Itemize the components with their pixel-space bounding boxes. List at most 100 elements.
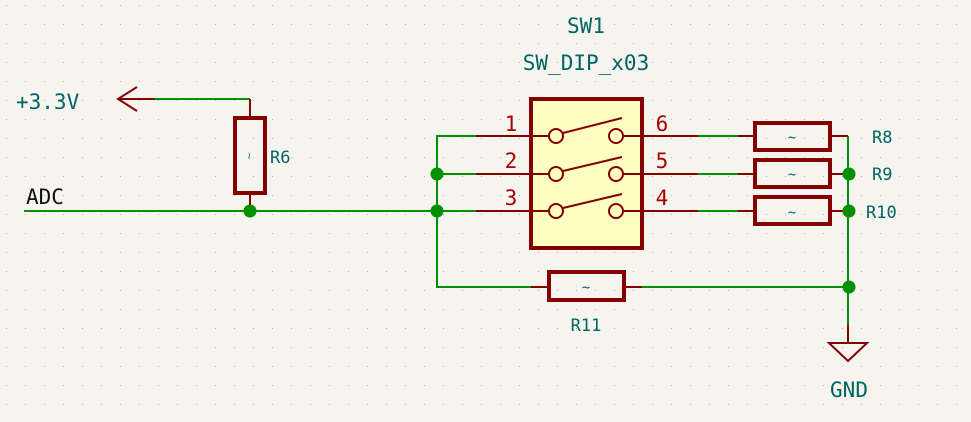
- grid-dot: [633, 328, 634, 329]
- grid-dot: [462, 5, 463, 6]
- grid-dot: [481, 309, 482, 310]
- grid-dot: [405, 81, 406, 82]
- grid-dot: [709, 347, 710, 348]
- grid-dot: [918, 347, 919, 348]
- grid-dot: [823, 404, 824, 405]
- grid-dot: [690, 119, 691, 120]
- grid-dot: [234, 81, 235, 82]
- grid-dot: [101, 328, 102, 329]
- junction-dot[interactable]: [842, 204, 856, 218]
- grid-dot: [614, 24, 615, 25]
- grid-dot: [557, 81, 558, 82]
- grid-dot: [918, 214, 919, 215]
- grid-dot: [614, 62, 615, 63]
- grid-dot: [101, 195, 102, 196]
- grid-dot: [272, 5, 273, 6]
- grid-dot: [614, 252, 615, 253]
- grid-dot: [6, 43, 7, 44]
- grid-dot: [842, 366, 843, 367]
- grid-dot: [519, 385, 520, 386]
- grid-dot: [747, 385, 748, 386]
- grid-dot: [747, 43, 748, 44]
- grid-dot: [918, 233, 919, 234]
- resistor-r6[interactable]: ~ R6: [233, 99, 290, 211]
- grid-dot: [405, 252, 406, 253]
- grid-dot: [25, 233, 26, 234]
- junction-dot[interactable]: [430, 204, 444, 218]
- grid-dot: [310, 195, 311, 196]
- junction-dot[interactable]: [243, 204, 257, 218]
- resistor-r8[interactable]: ~ R8: [738, 121, 892, 152]
- grid-dot: [25, 214, 26, 215]
- grid-dot: [614, 385, 615, 386]
- grid-dot: [709, 385, 710, 386]
- grid-dot: [519, 138, 520, 139]
- grid-dot: [329, 176, 330, 177]
- grid-dot: [291, 252, 292, 253]
- grid-dot: [690, 5, 691, 6]
- grid-dot: [25, 347, 26, 348]
- grid-dot: [272, 119, 273, 120]
- grid-dot: [405, 347, 406, 348]
- grid-dot: [766, 290, 767, 291]
- junction-dot[interactable]: [842, 280, 856, 294]
- grid-dot: [196, 290, 197, 291]
- grid-dot: [728, 100, 729, 101]
- grid-dot: [272, 328, 273, 329]
- grid-dot: [139, 328, 140, 329]
- power-vcc-symbol[interactable]: +3.3V: [16, 86, 155, 114]
- grid-dot: [82, 290, 83, 291]
- grid-dot: [310, 100, 311, 101]
- grid-dot: [291, 138, 292, 139]
- grid-dot: [652, 271, 653, 272]
- grid-dot: [481, 366, 482, 367]
- grid-dot: [386, 214, 387, 215]
- grid-dot: [158, 385, 159, 386]
- dip-switch-sw1[interactable]: SW1 SW_DIP_x03 1 2 3 6 5 4: [476, 14, 698, 250]
- grid-dot: [44, 328, 45, 329]
- grid-dot: [842, 385, 843, 386]
- grid-dot: [500, 271, 501, 272]
- grid-dot: [44, 5, 45, 6]
- grid-dot: [728, 24, 729, 25]
- grid-dot: [766, 233, 767, 234]
- grid-dot: [6, 309, 7, 310]
- grid-dot: [937, 100, 938, 101]
- resistor-r10[interactable]: ~ R10: [738, 195, 897, 226]
- junction-dot[interactable]: [842, 167, 856, 181]
- grid-dot: [956, 290, 957, 291]
- grid-dot: [823, 24, 824, 25]
- grid-dot: [234, 233, 235, 234]
- grid-dot: [329, 347, 330, 348]
- net-label-adc[interactable]: ADC: [26, 185, 64, 209]
- grid-dot: [671, 195, 672, 196]
- r10-body: [753, 195, 832, 226]
- grid-dot: [823, 233, 824, 234]
- grid-dot: [918, 290, 919, 291]
- resistor-r11[interactable]: ~ R11: [531, 270, 642, 336]
- grid-dot: [139, 195, 140, 196]
- grid-dot: [329, 385, 330, 386]
- grid-dot: [728, 119, 729, 120]
- grid-dot: [386, 347, 387, 348]
- grid-dot: [215, 252, 216, 253]
- grid-dot: [44, 347, 45, 348]
- grid-dot: [63, 138, 64, 139]
- junction-dot[interactable]: [430, 167, 444, 181]
- grid-dot: [576, 24, 577, 25]
- grid-dot: [861, 138, 862, 139]
- resistor-r9[interactable]: ~ R9: [738, 158, 892, 189]
- contact-circle-icon: [608, 203, 624, 219]
- grid-dot: [44, 404, 45, 405]
- r11-value: ~: [582, 280, 590, 296]
- grid-dot: [310, 366, 311, 367]
- grid-dot: [956, 138, 957, 139]
- grid-dot: [82, 233, 83, 234]
- power-gnd-symbol[interactable]: GND: [826, 325, 870, 402]
- grid-dot: [671, 62, 672, 63]
- grid-dot: [728, 81, 729, 82]
- grid-dot: [234, 100, 235, 101]
- grid-dot: [367, 366, 368, 367]
- grid-dot: [652, 119, 653, 120]
